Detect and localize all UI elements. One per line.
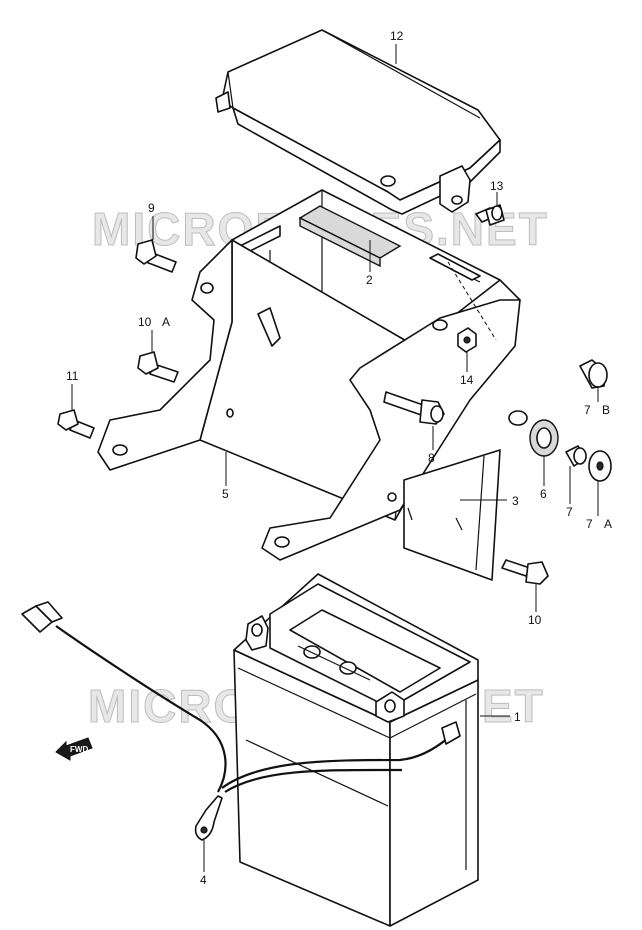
callout-14: 14 [460,373,474,387]
bolt-part-8 [383,391,445,425]
callout-2: 2 [366,273,373,287]
callout-11: 11 [66,369,79,383]
callout-8: 8 [428,451,435,465]
callout-9: 9 [148,201,155,215]
callout-7a-suffix: A [604,517,612,531]
callout-7a: 7 [586,517,593,531]
bolt-part-10 [501,559,549,585]
callout-13: 13 [490,179,504,193]
grommet-part-6 [529,419,559,457]
callout-1: 1 [514,710,521,724]
callout-7b-suffix: B [602,403,610,417]
callout-10a-suffix: A [162,315,170,329]
callout-6: 6 [540,487,547,501]
callout-10a: 10 [138,315,152,329]
fwd-arrow-icon: FWD [55,737,93,761]
washer-part-7b [579,359,608,389]
battery-cover-part-12 [215,29,501,215]
bolt-part-9 [135,239,177,273]
battery-wire-part-4 [21,601,461,841]
plate-part-3 [403,449,501,581]
washer-part-7a [588,450,612,482]
callout-5: 5 [222,487,229,501]
fwd-label: FWD [70,745,88,754]
callout-labels: 12 13 9 2 10 A 14 11 8 5 3 6 7 7 B 7 A 1… [66,29,612,887]
leader-lines [71,44,599,872]
battery-tray-part-5 [97,189,528,561]
callout-4: 4 [200,873,207,887]
bolt-part-11 [57,409,95,439]
callout-12: 12 [390,29,404,43]
callout-7b: 7 [584,403,591,417]
bolt-part-10a [137,351,179,383]
rubber-pad-part-2 [298,205,402,268]
nut-part-14 [457,327,477,353]
callout-10: 10 [528,613,542,627]
battery-part-1 [233,573,479,927]
callout-7: 7 [566,505,573,519]
collar-part-7 [565,445,587,467]
callout-3: 3 [512,494,519,508]
bolt-part-13 [475,204,505,226]
